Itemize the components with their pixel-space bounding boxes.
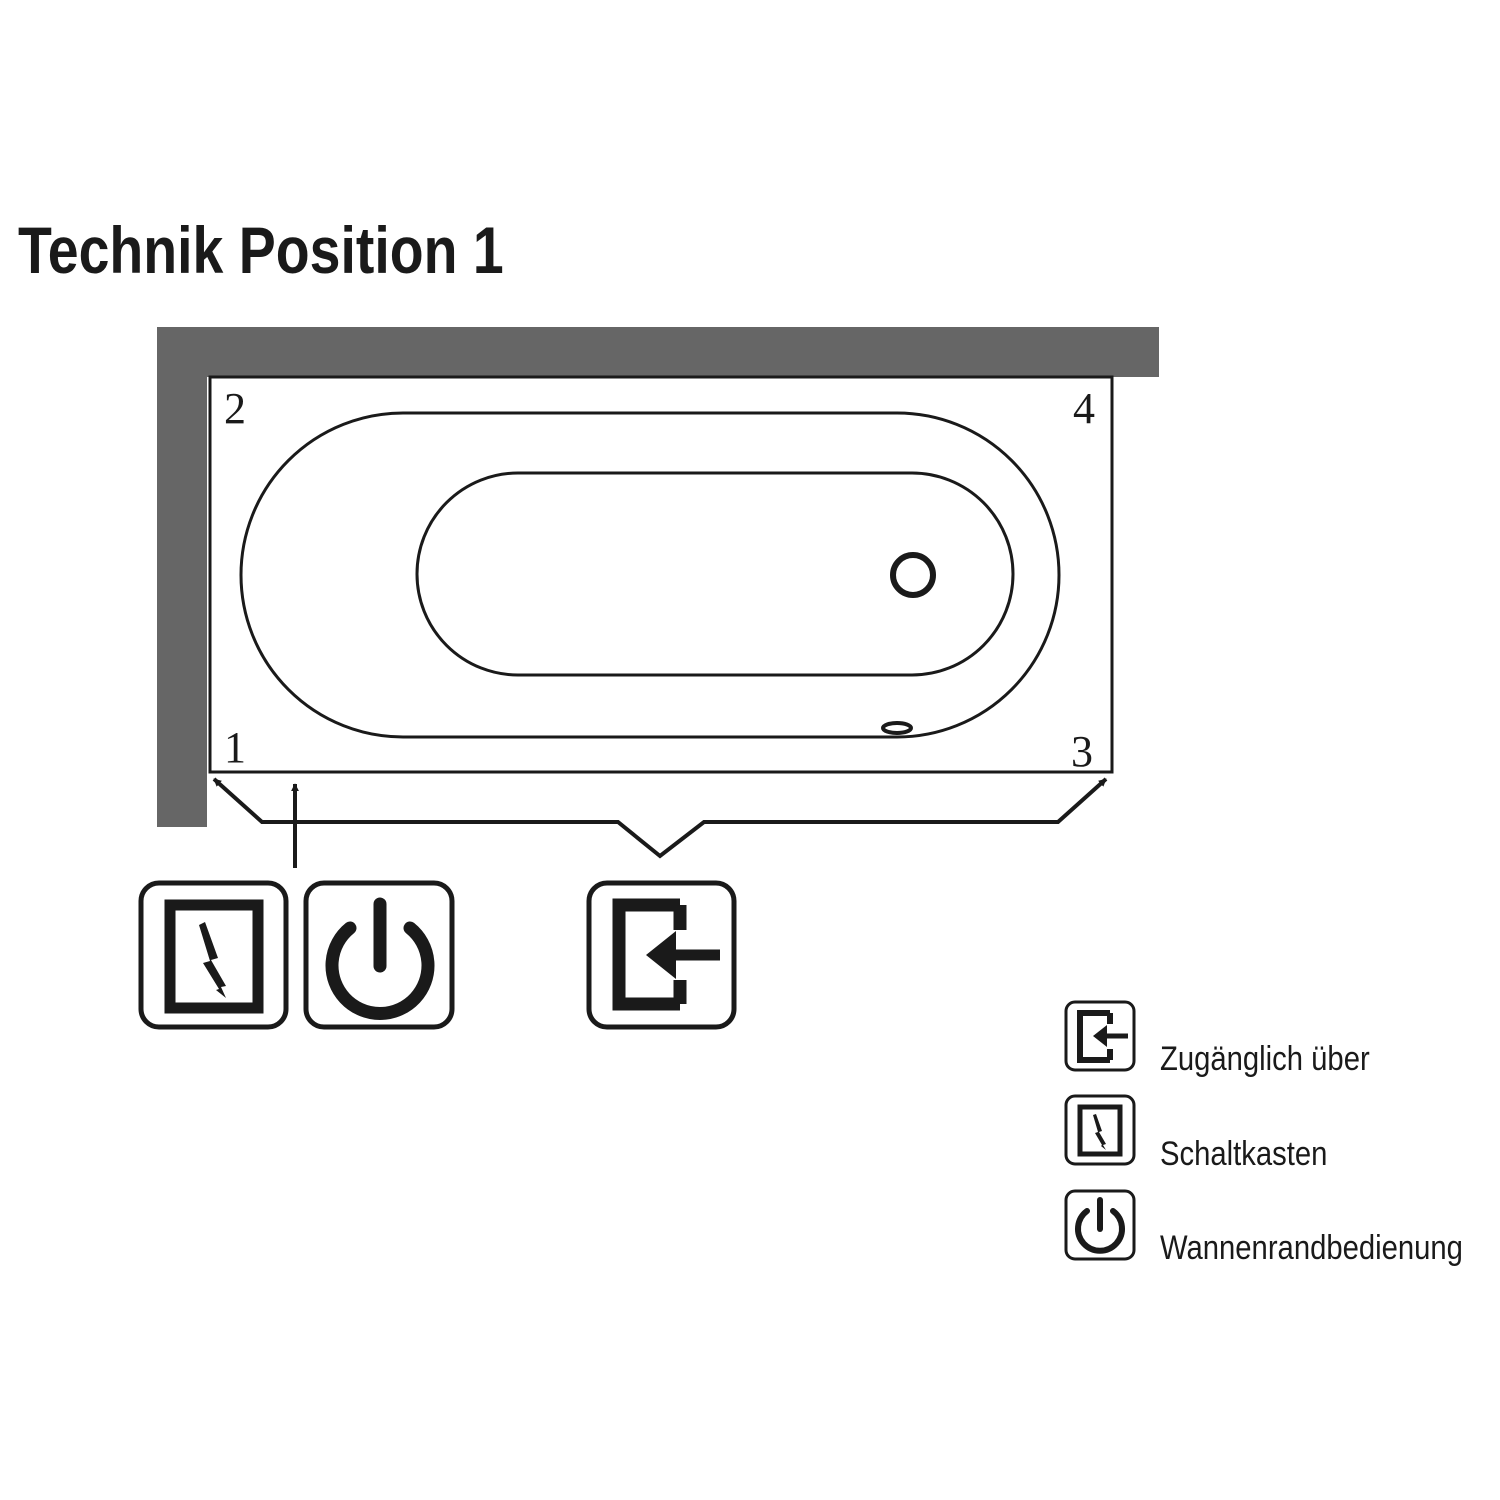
- page-title: Technik Position 1: [18, 213, 504, 287]
- legend-label-zugaenglich: Zugänglich über: [1160, 1040, 1370, 1078]
- lightning-box-icon: [138, 880, 289, 1030]
- power-icon: [303, 880, 455, 1030]
- legend-lightning-box-icon: [1064, 1094, 1136, 1166]
- access-door-icon: [586, 880, 737, 1030]
- access-bracket: [212, 777, 1108, 859]
- bathtub-outline: [208, 375, 1114, 774]
- overflow-icon: [881, 721, 913, 735]
- corner-label-3: 3: [1071, 727, 1093, 776]
- legend-access-door-icon: [1064, 1000, 1136, 1072]
- corner-label-4: 4: [1073, 384, 1095, 433]
- corner-label-1: 1: [224, 723, 246, 772]
- wall: [157, 327, 1159, 827]
- bathtub-basin: [415, 471, 1015, 677]
- drain-icon: [890, 552, 936, 598]
- bathtub-rim: [239, 411, 1061, 739]
- legend-label-wannenrandbedienung: Wannenrandbedienung: [1160, 1229, 1463, 1267]
- legend-power-icon: [1064, 1189, 1136, 1261]
- legend-label-schaltkasten: Schaltkasten: [1160, 1135, 1328, 1173]
- corner-label-2: 2: [224, 384, 246, 433]
